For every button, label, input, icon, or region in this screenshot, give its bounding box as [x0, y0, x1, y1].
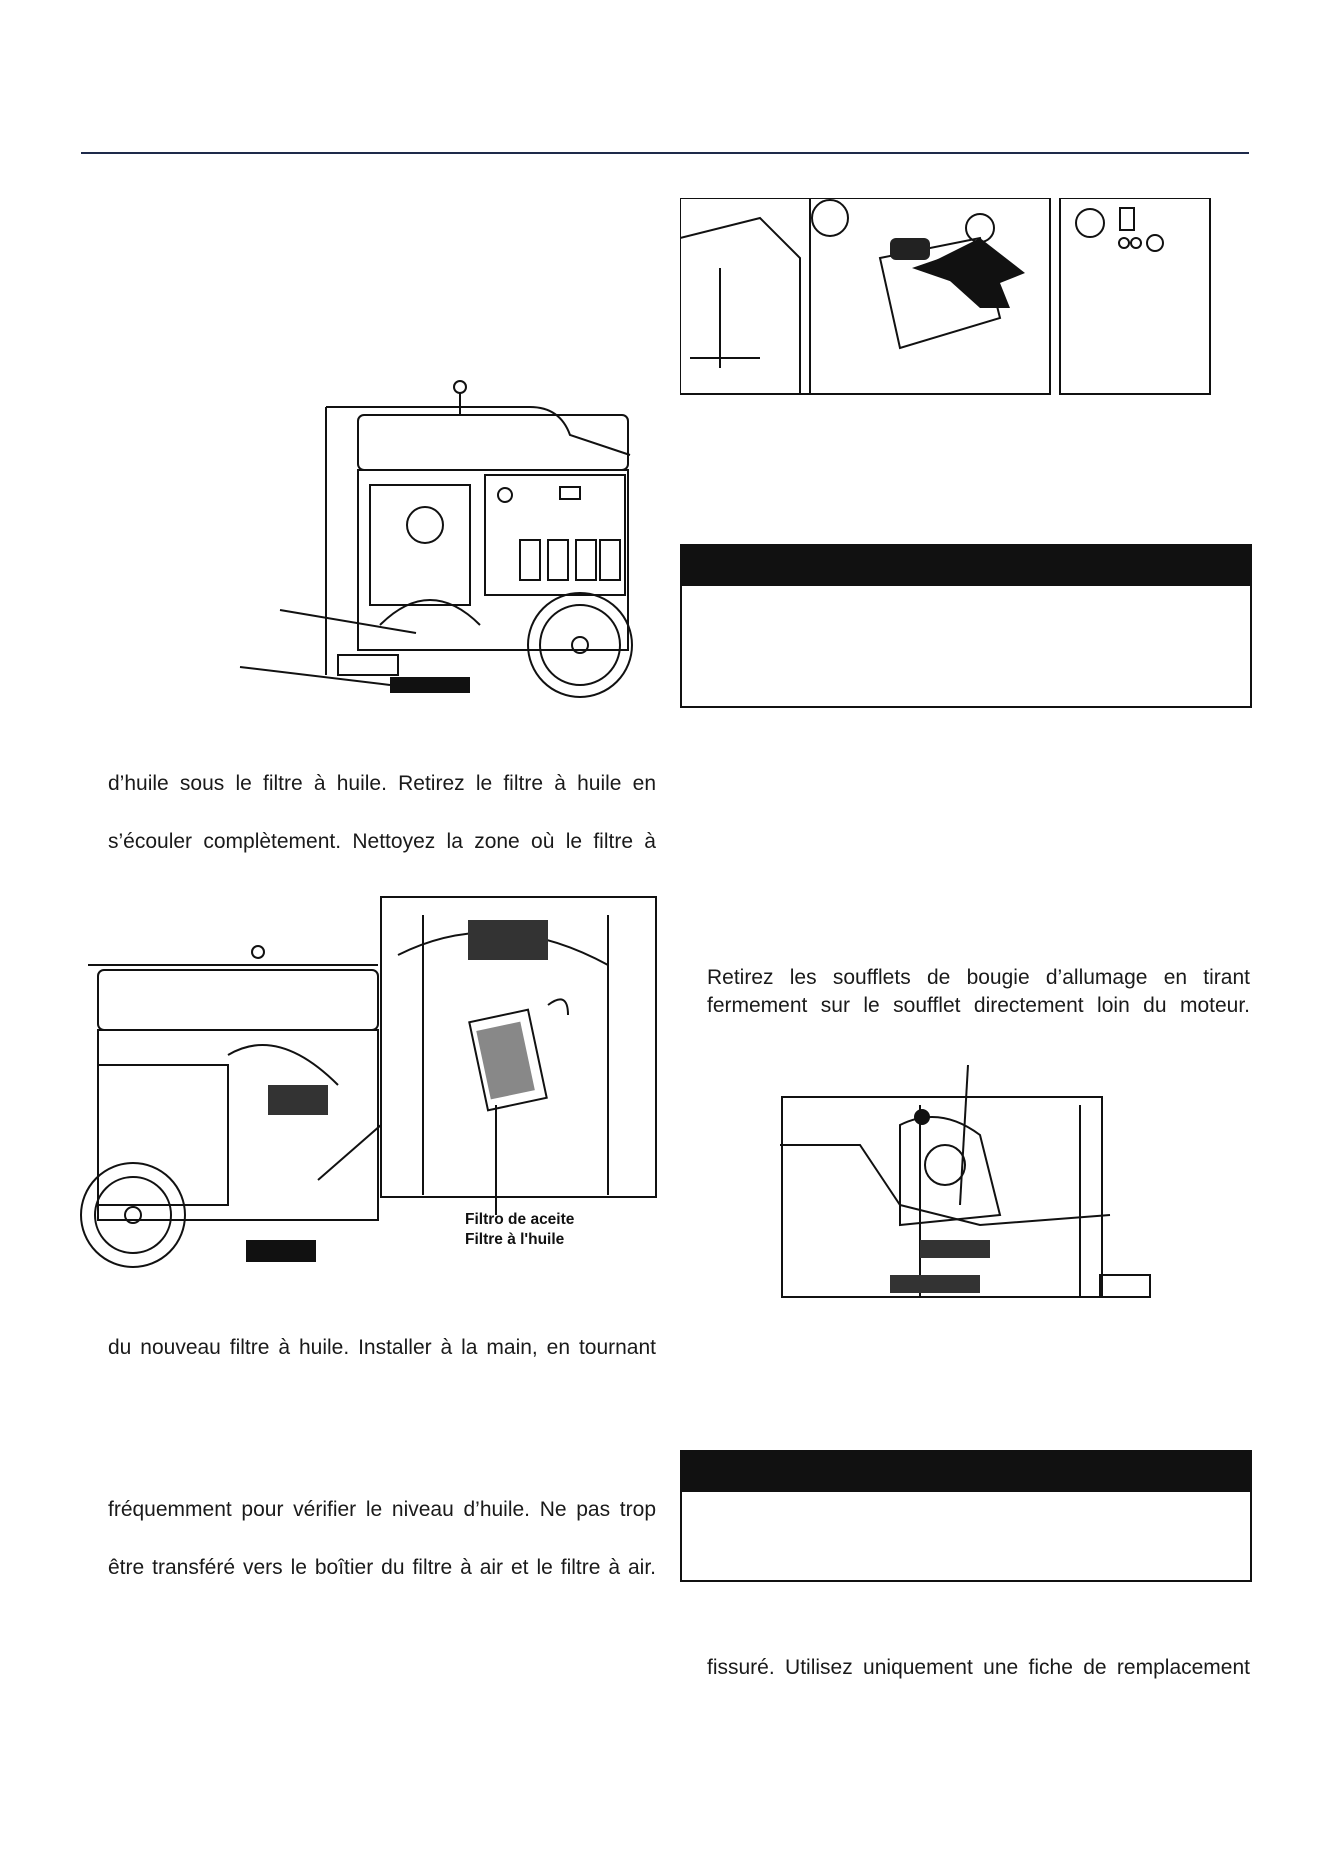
- figure-generator-drain: [230, 375, 650, 705]
- header-rule: [81, 152, 1249, 154]
- oil-filter-caption-fr: Filtre à l'huile: [465, 1231, 565, 1248]
- left-paragraph-2: s’écouler complètement. Nettoyez la zone…: [108, 830, 656, 853]
- left-paragraph-4: fréquemment pour vérifier le niveau d’hu…: [108, 1498, 656, 1521]
- right-paragraph-1-line-2: fermement sur le soufflet directement lo…: [707, 994, 1250, 1017]
- figure-control-panel: [680, 198, 1215, 398]
- generator-control-panel-switch-icon: [680, 198, 1211, 395]
- warning-box-1-header: [682, 546, 1250, 586]
- oil-filter-caption-es: Filtro de aceite: [465, 1211, 575, 1228]
- left-paragraph-5: être transféré vers le boîtier du filtre…: [108, 1556, 656, 1579]
- engine-spark-plug-icon: [780, 1065, 1151, 1298]
- left-paragraph-1: d’huile sous le filtre à huile. Retirez …: [108, 772, 656, 795]
- right-paragraph-1-line-1: Retirez les soufflets de bougie d’alluma…: [707, 966, 1250, 989]
- left-paragraph-3: du nouveau filtre à huile. Installer à l…: [108, 1336, 656, 1359]
- warning-box-2: [680, 1450, 1252, 1582]
- warning-box-1: [680, 544, 1252, 708]
- generator-oil-drain-icon: [239, 380, 633, 698]
- warning-box-2-header: [682, 1452, 1250, 1492]
- figure-oil-filter: [78, 895, 658, 1270]
- figure-spark-plug: [780, 1065, 1160, 1305]
- generator-oil-filter-icon: [80, 896, 657, 1268]
- right-paragraph-2: fissuré. Utilisez uniquement une fiche d…: [707, 1656, 1250, 1679]
